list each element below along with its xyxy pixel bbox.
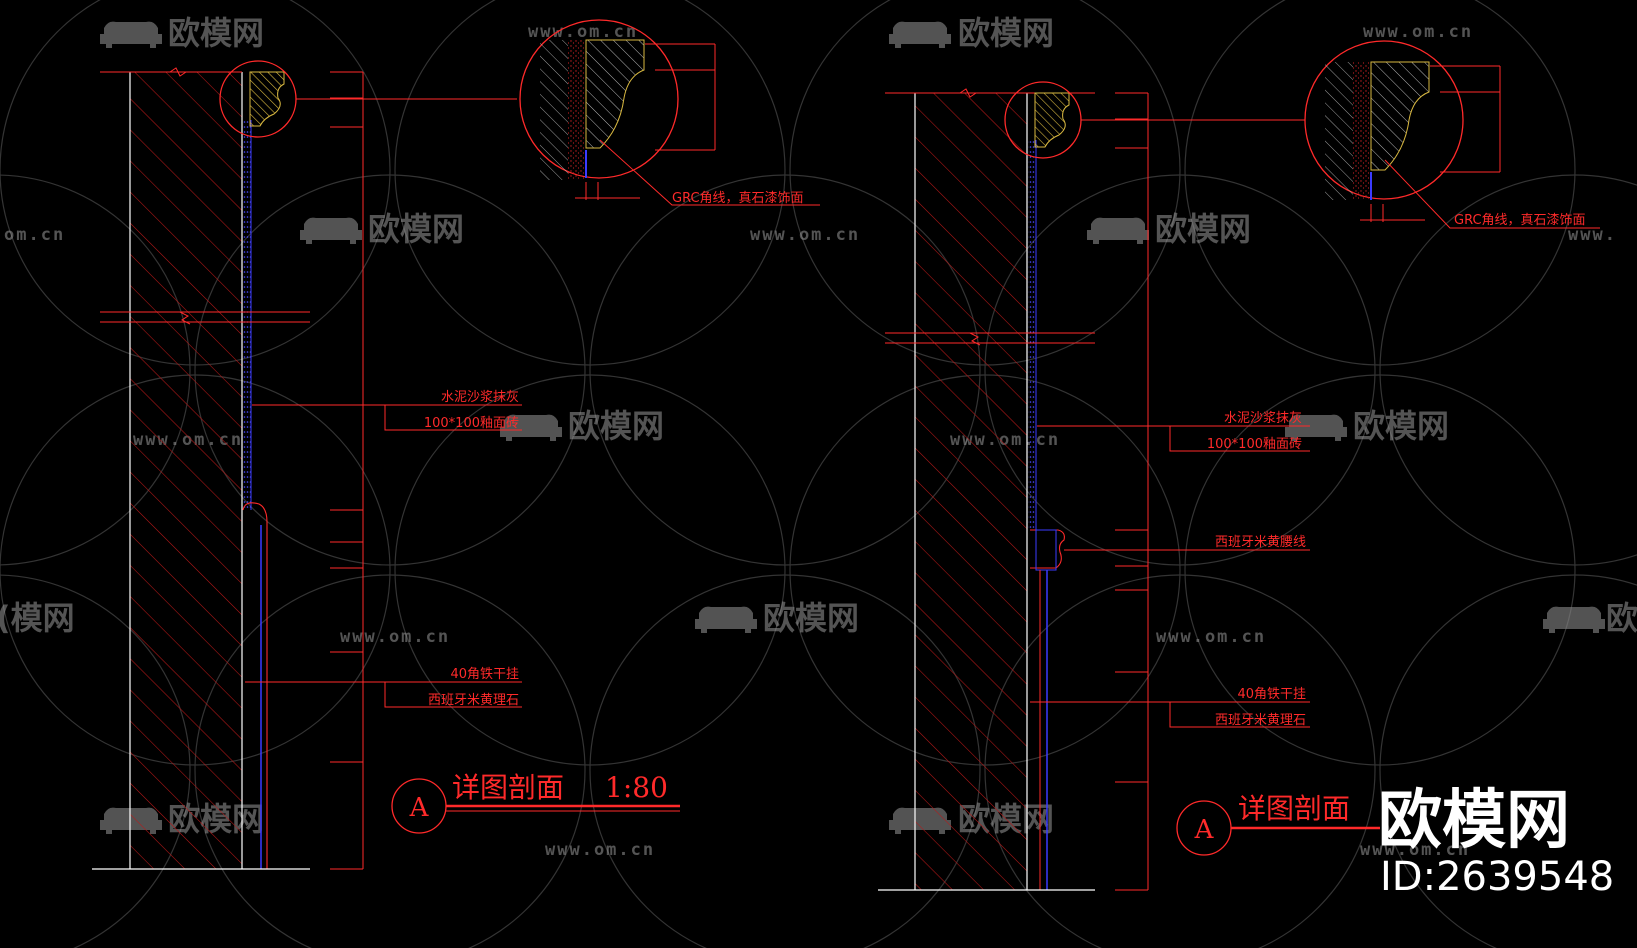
sofa-icon	[1285, 414, 1347, 441]
sofa-icon	[100, 21, 162, 48]
watermark-brand: 欧模网	[763, 599, 859, 637]
watermark-brand: 欧模网	[1353, 407, 1449, 445]
watermark-brand-partial: (模网	[0, 599, 75, 637]
wall-hatch	[130, 72, 242, 869]
brand-id: ID:2639548	[1380, 854, 1614, 900]
sofa-icon	[300, 217, 362, 244]
label-angle-steel: 40角铁干挂	[450, 667, 519, 682]
watermark-url-partial: www.	[1568, 225, 1617, 245]
watermark-url: www.om.cn	[1363, 22, 1473, 42]
watermark-brand: 欧模网	[958, 14, 1054, 52]
label-leaders	[245, 404, 522, 708]
watermark-url: www.om.cn	[1360, 840, 1470, 860]
break-mark	[969, 332, 981, 346]
title-block-right: A 详图剖面	[1176, 792, 1380, 856]
watermark-brand-partial: 欧	[1606, 599, 1637, 637]
watermark-url: www.om.cn	[1156, 627, 1266, 647]
dimension-line	[1115, 92, 1149, 891]
sofa-icon	[695, 606, 757, 633]
wall-hatch	[915, 93, 1027, 890]
label-cement-plaster: 水泥沙浆抹灰	[441, 390, 519, 405]
drawing-title: 详图剖面	[452, 771, 564, 804]
watermark-brand: 欧模网	[168, 14, 264, 52]
label-glazed-tile: 100*100釉面砖	[424, 416, 519, 431]
plaster-layer	[1028, 140, 1036, 530]
grc-cornice	[1034, 92, 1070, 148]
section-tag: A	[1194, 815, 1215, 845]
grc-cornice	[249, 71, 285, 127]
section-tag: A	[409, 793, 430, 823]
enlarged-detail-right: GRC角线，真石漆饰面	[1304, 40, 1600, 229]
watermark-brand: 欧模网	[368, 210, 464, 248]
watermark-url: www.om.cn	[340, 627, 450, 647]
sofa-icon	[889, 21, 951, 48]
enlarged-detail-left: GRC角线，真石漆饰面	[519, 19, 820, 206]
marble-profile	[242, 502, 268, 869]
watermark-url-partial: om.cn	[4, 225, 65, 245]
label-waist-line: 西班牙米黄腰线	[1215, 535, 1306, 550]
drawing-scale: 1:80	[605, 771, 668, 804]
watermark-url: www.om.cn	[750, 225, 860, 245]
label-angle-steel: 40角铁干挂	[1237, 687, 1306, 702]
label-glazed-tile: 100*100釉面砖	[1207, 437, 1302, 452]
waist-moulding-face	[1035, 529, 1057, 571]
label-marble: 西班牙米黄理石	[428, 693, 519, 708]
label-grc-cornice: GRC角线，真石漆饰面	[672, 190, 804, 206]
watermark-brand: 欧模网	[1155, 210, 1251, 248]
label-grc-cornice: GRC角线，真石漆饰面	[1454, 212, 1586, 228]
brand-name: 欧模网	[1378, 784, 1570, 858]
watermark-brand: 欧模网	[568, 407, 664, 445]
dimension-line	[330, 71, 364, 870]
title-block-left: A 详图剖面 1:80	[391, 771, 680, 834]
label-leaders	[1030, 425, 1310, 728]
sofa-icon	[500, 414, 562, 441]
waist-moulding	[1030, 529, 1065, 569]
watermark-sofa-icons	[100, 21, 1605, 834]
break-mark	[959, 88, 977, 98]
label-cement-plaster: 水泥沙浆抹灰	[1224, 411, 1302, 426]
section-drawing-left: 水泥沙浆抹灰 100*100釉面砖 40角铁干挂 西班牙米黄理石 GRC角线，真…	[92, 19, 820, 870]
break-mark	[169, 67, 187, 77]
drawing-title: 详图剖面	[1238, 792, 1350, 825]
brand-overlay: 欧模网 ID:2639548	[1378, 784, 1614, 900]
watermark-url: www.om.cn	[528, 22, 638, 42]
section-drawing-right: 水泥沙浆抹灰 100*100釉面砖 西班牙米黄腰线 40角铁干挂 西班牙米黄理石…	[878, 40, 1600, 891]
plaster-layer	[243, 120, 251, 510]
break-mark	[179, 311, 191, 325]
watermark-url: www.om.cn	[545, 840, 655, 860]
sofa-icon	[1543, 606, 1605, 633]
label-marble: 西班牙米黄理石	[1215, 713, 1306, 728]
sofa-icon	[1087, 217, 1149, 244]
